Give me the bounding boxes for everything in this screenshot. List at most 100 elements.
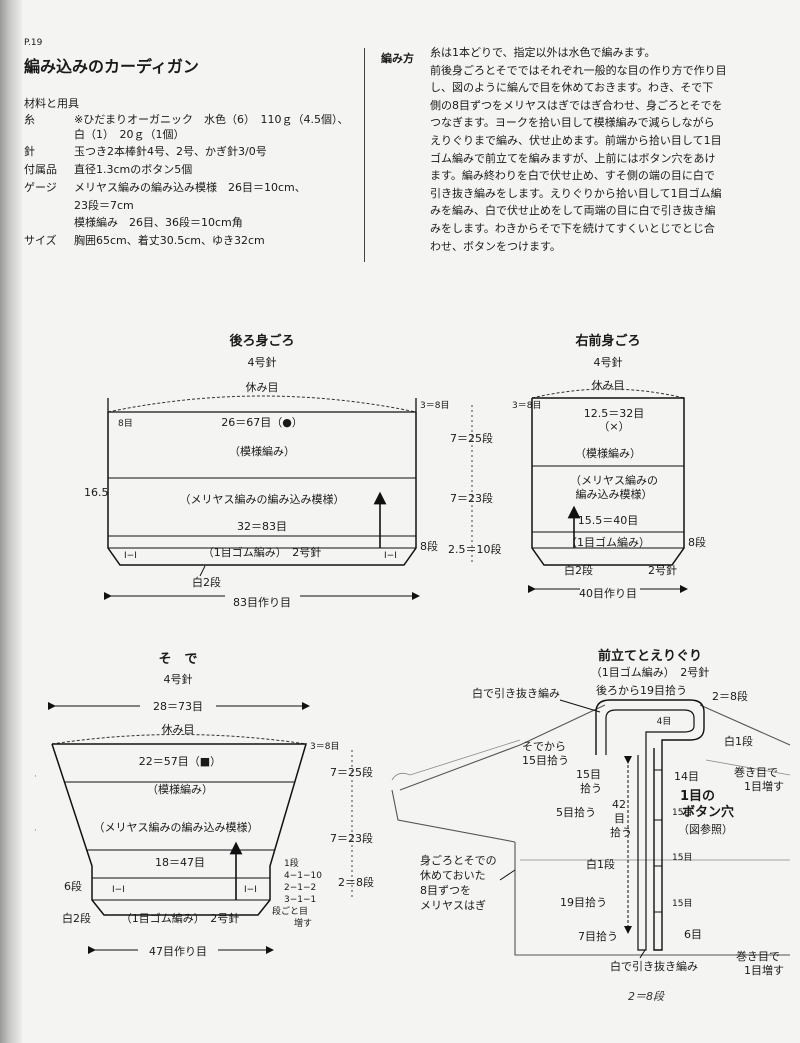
front-rest-label: 休み目 xyxy=(592,379,625,392)
band-buttonhole-2: ボタン穴 xyxy=(682,804,734,820)
band-from-sleeve-2: 15目拾う xyxy=(522,753,569,767)
band-pick42-3: 拾う xyxy=(610,825,632,839)
band-white-row-right: 白1段 xyxy=(724,734,753,748)
back-cast-on: 83目作り目 xyxy=(233,596,291,609)
back-side-left: 8目 xyxy=(118,418,133,429)
method-line: つなぎます。ヨークを拾い目して模様編みで減らしながら xyxy=(430,116,715,130)
sleeve-mid-width: 18＝47目 xyxy=(155,856,205,869)
sleeve-top-total: 28＝73目 xyxy=(153,700,203,713)
sleeve-inc-3: 2−1−2 xyxy=(284,883,316,893)
back-ribbing-label: （1目ゴム編み） 2号針 xyxy=(203,545,322,559)
sleeve-white-rows: 白2段 xyxy=(62,911,91,925)
front-colorwork-1: （メリヤス編みの xyxy=(570,473,658,487)
band-roll-1: 巻き目で xyxy=(734,766,778,779)
buttonhole-marks xyxy=(654,769,662,913)
method-line: 側の8目ずつをメリヤスはぎではぎ合わせ、身ごろとそでを xyxy=(430,98,723,112)
back-rib-mark: I−I xyxy=(384,551,397,561)
front-side-left: 3＝8目 xyxy=(512,400,541,411)
needle-line: 玉つき2本棒針4号、2号、かぎ針3/0号 xyxy=(74,145,267,158)
method-line: 前後身ごろとそでではそれぞれ一般的な目の作り方で作り目 xyxy=(430,63,727,77)
notions-label: 付属品 xyxy=(24,163,57,176)
materials-heading: 材料と用具 xyxy=(24,97,79,110)
gauge-line-3: 模様編み 26目、36段＝10cm角 xyxy=(74,216,243,229)
method-line: 引き抜き編みをします。えりぐりから拾い目して1目ゴム編 xyxy=(430,186,722,200)
gauge-label: ゲージ xyxy=(24,181,57,194)
leader-line xyxy=(499,869,516,881)
band-pick15-2: 拾う xyxy=(580,781,602,795)
gauge-line-1: メリヤス編みの編み込み模様 26目＝10cm、 xyxy=(74,181,306,194)
band-graft-3: 8目ずつを xyxy=(420,884,471,897)
sleeve-rows-1: 7＝25段 xyxy=(330,765,373,779)
sleeve-rib-rows: 6段 xyxy=(64,879,82,893)
front-rib-rows: 8段 xyxy=(688,535,706,549)
leader-line xyxy=(639,949,646,959)
sleeve-colorwork-label: （メリヤス編みの編み込み模様） xyxy=(94,820,259,834)
method-line: わせ、ボタンをつけます。 xyxy=(430,239,561,253)
back-outline xyxy=(107,412,417,566)
leader-line xyxy=(559,699,601,713)
method-line: みをします。わきからそで下を続けてすくいとじでとじ合 xyxy=(430,221,715,235)
band-pick19: 19目拾う xyxy=(560,895,607,909)
band-slip-top: 白で引き抜き編み xyxy=(472,686,560,700)
rest-stitch-arc xyxy=(107,395,417,413)
leader-line xyxy=(199,565,206,577)
front-needle: 4号針 xyxy=(594,355,623,369)
front-white-rows: 白2段 xyxy=(564,563,593,577)
band-roll-3: 巻き目で xyxy=(736,950,780,963)
back-rib-rows: 8段 xyxy=(420,539,438,553)
sleeve-diagram: そ で 4号針 28＝73目 休み目 22＝57目（■） （模様編み） （メリヤ… xyxy=(48,652,374,958)
back-title: 後ろ身ごろ xyxy=(229,333,294,349)
front-top-width: 12.5＝32目 xyxy=(584,407,645,420)
band-graft-2: 休めておいた xyxy=(420,869,486,882)
cardigan-silhouette xyxy=(391,704,791,956)
back-rib-mark: I−I xyxy=(124,551,137,561)
band-see-fig: （図参照） xyxy=(678,822,733,836)
band-n15b: 15目 xyxy=(672,852,692,863)
size-line: 胸囲65cm、着丈30.5cm、ゆき32cm xyxy=(74,234,265,247)
yarn-line-2: 白（1） 20ｇ（1個） xyxy=(74,128,185,141)
notions-line: 直径1.3cmのボタン5個 xyxy=(74,163,193,176)
sleeve-inc-1: 1段 xyxy=(284,857,299,869)
back-height: 16.5 xyxy=(84,486,109,499)
front-cast-on: 40目作り目 xyxy=(579,587,637,600)
front-rows-3: 2.5＝10段 xyxy=(448,542,502,556)
sleeve-outline xyxy=(51,743,308,916)
neckband-outline xyxy=(595,699,705,951)
back-side-right: 3＝8目 xyxy=(420,400,449,411)
sleeve-rest-label: 休み目 xyxy=(162,723,195,736)
sleeve-cast-on: 47目作り目 xyxy=(149,945,207,958)
back-top-width: 26＝67目（●） xyxy=(221,416,303,429)
sleeve-needle: 4号針 xyxy=(164,672,193,686)
band-roll-2: 1目増す xyxy=(744,780,784,793)
method-text: 糸は1本どりで、指定以外は水色で編みます。 前後身ごろとそでではそれぞれ一般的な… xyxy=(430,44,782,255)
band-pick15-1: 15目 xyxy=(576,768,601,781)
front-rows-1: 7＝25段 xyxy=(450,431,493,445)
back-rest-label: 休み目 xyxy=(246,381,279,394)
band-graft-4: メリヤスはぎ xyxy=(420,898,486,912)
method-label: 編み方 xyxy=(381,52,414,65)
yarn-label: 糸 xyxy=(24,113,35,126)
gauge-line-2: 23段＝7cm xyxy=(74,199,134,212)
method-line: し、図のように編んで目を休めておきます。わき、そで下 xyxy=(430,81,714,95)
rest-stitch-arc xyxy=(531,388,685,399)
band-n6: 6目 xyxy=(684,928,702,941)
band-title: 前立てとえりぐり xyxy=(598,648,702,664)
back-needle: 4号針 xyxy=(248,355,277,369)
sleeve-pattern-label: （模様編み） xyxy=(147,782,213,796)
band-rows-top: 2＝8段 xyxy=(712,689,748,703)
neckband-inner xyxy=(605,709,695,951)
back-top-edge xyxy=(107,398,417,413)
band-roll-4: 1目増す xyxy=(744,964,784,977)
sleeve-rows-2: 7＝23段 xyxy=(330,831,373,845)
sleeve-ribbing-label: （1目ゴム編み） 2号針 xyxy=(121,911,240,925)
pattern-title: 編み込みのカーディガン xyxy=(24,57,199,76)
band-n15c: 15目 xyxy=(672,898,692,909)
needle-label: 針 xyxy=(24,145,35,158)
yarn-line-1: ※ひだまりオーガニック 水色（6） 110ｇ（4.5個）、 xyxy=(74,113,349,126)
front-rows-2: 7＝23段 xyxy=(450,491,493,505)
band-pick-back: 後ろから19目拾う xyxy=(596,683,687,697)
method-line: 糸は1本どりで、指定以外は水色で編みます。 xyxy=(430,46,656,59)
front-pattern-label: （模様編み） xyxy=(575,446,641,460)
size-label: サイズ xyxy=(24,234,57,247)
